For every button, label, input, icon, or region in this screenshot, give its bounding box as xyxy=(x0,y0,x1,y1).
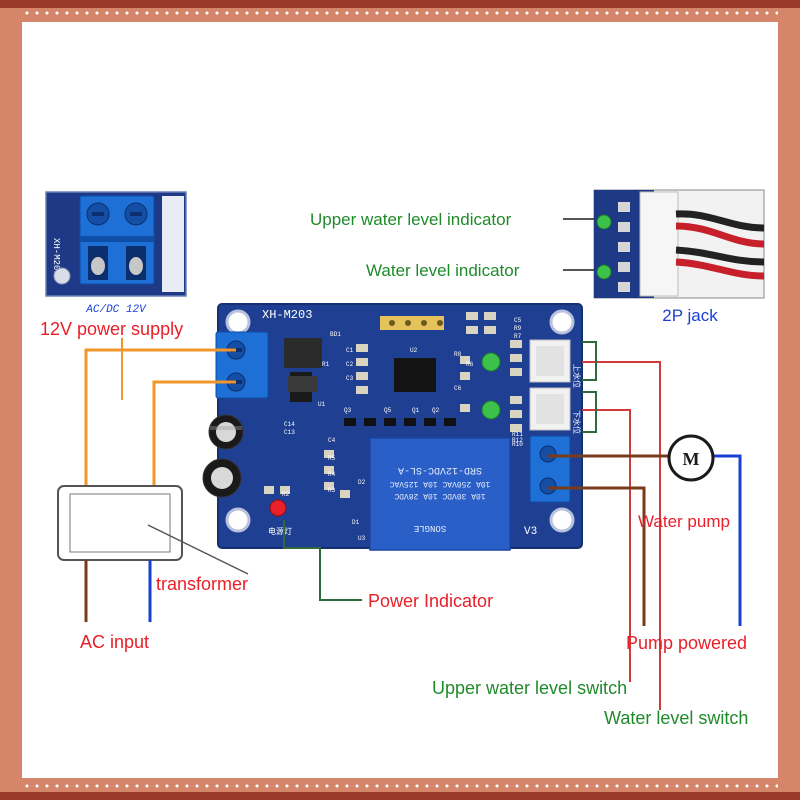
comp-label-r9: R9 xyxy=(514,325,522,332)
comp-label-c4: C4 xyxy=(328,437,336,444)
frame-stripe-bottom xyxy=(0,792,800,800)
board-model-text: XH-M203 xyxy=(262,308,312,322)
motor-symbol xyxy=(667,434,715,482)
power-indicator-label: Power Indicator xyxy=(368,591,493,611)
jack-inset: 2P jack xyxy=(593,189,765,325)
power-indicator-leader xyxy=(283,520,362,601)
comp-label-r10: R10 xyxy=(512,441,523,448)
jack-caption: 2P jack xyxy=(662,306,718,325)
comp-label-u3: U3 xyxy=(358,535,366,542)
wire-pump-return xyxy=(548,486,646,626)
comp-label-c6: C6 xyxy=(454,385,462,392)
frame-stripe-top xyxy=(0,0,800,8)
water-switch-label: Water level switch xyxy=(604,708,748,728)
pump-powered-label: Pump powered xyxy=(626,633,747,653)
comp-label-q5: Q5 xyxy=(384,407,392,414)
comp-label-q1: Q1 xyxy=(412,407,420,414)
comp-label-r8: R8 xyxy=(454,351,462,358)
transformer-symbol xyxy=(57,485,249,575)
comp-label-r6: R6 xyxy=(466,361,474,368)
comp-label-c1: C1 xyxy=(346,347,354,354)
relay xyxy=(369,437,511,551)
wire-supply-negative xyxy=(152,380,236,488)
bracket-lower-sensor xyxy=(582,391,597,433)
comp-label-u2: U2 xyxy=(410,347,418,354)
power-terminal-inset: XH-M203 AC/DC 12V xyxy=(45,191,187,316)
comp-label-c13: C13 xyxy=(284,429,295,436)
comp-label-bd1: BD1 xyxy=(330,331,341,338)
wire-supply-positive xyxy=(84,348,236,488)
relay-brand: SONGLE xyxy=(414,523,446,533)
upper-switch-label: Upper water level switch xyxy=(432,678,627,698)
power-led-cn-label: 电源灯 xyxy=(268,526,292,536)
frame-dots-top xyxy=(22,10,778,16)
comp-label-r3: R3 xyxy=(328,487,336,494)
relay-rating-1: 10A 250VAC 10A 125VAC xyxy=(389,479,490,488)
water-level-led xyxy=(481,400,501,420)
comp-label-r1: R1 xyxy=(322,361,330,368)
motor-symbol-letter: M xyxy=(683,449,700,469)
inset-board-text: XH-M203 xyxy=(51,238,61,276)
transformer-label: transformer xyxy=(156,574,248,594)
inset-power-caption: AC/DC 12V xyxy=(85,304,147,316)
comp-label-u1: U1 xyxy=(318,401,326,408)
comp-label-r7: R7 xyxy=(514,333,522,340)
sensor-cn-label-2: 下水位 xyxy=(572,410,582,434)
water-pump-label: Water pump xyxy=(638,512,730,531)
power-supply-label: 12V power supply xyxy=(40,319,183,339)
comp-label-c3: C3 xyxy=(346,375,354,382)
comp-label-r11: R11 xyxy=(512,431,523,438)
comp-label-c5: C5 xyxy=(514,317,522,324)
upper-indicator-label: Upper water level indicator xyxy=(310,210,512,229)
comp-label-c14: C14 xyxy=(284,421,295,428)
frame-dots-bottom xyxy=(22,783,778,789)
ac-input-label: AC input xyxy=(80,632,149,652)
comp-label-d2: D2 xyxy=(358,479,366,486)
comp-label-r12: R12 xyxy=(512,437,523,444)
sensor-cn-label-1: 上水位 xyxy=(572,364,582,388)
upper-level-led xyxy=(481,352,501,372)
comp-label-r5: R5 xyxy=(328,455,336,462)
wire-pump-blue xyxy=(714,454,742,626)
comp-label-r2: R2 xyxy=(282,491,290,498)
relay-model-text: SRD-12VDC-SL-A xyxy=(398,464,482,475)
wire-upper-level-switch xyxy=(582,409,631,682)
pcb-board: XH-M203 xyxy=(202,303,583,551)
bracket-upper-sensor xyxy=(582,341,597,381)
power-led xyxy=(269,499,287,517)
board-version: V3 xyxy=(524,526,537,538)
relay-rating-2: 10A 30VDC 10A 28VDC xyxy=(394,491,485,500)
comp-label-d1: D1 xyxy=(352,519,360,526)
comp-label-q2: Q2 xyxy=(432,407,440,414)
comp-label-r4: R4 xyxy=(328,471,336,478)
wire-water-level-switch xyxy=(582,361,661,710)
comp-label-q3: Q3 xyxy=(344,407,352,414)
water-indicator-label: Water level indicator xyxy=(366,261,520,280)
comp-label-c2: C2 xyxy=(346,361,354,368)
